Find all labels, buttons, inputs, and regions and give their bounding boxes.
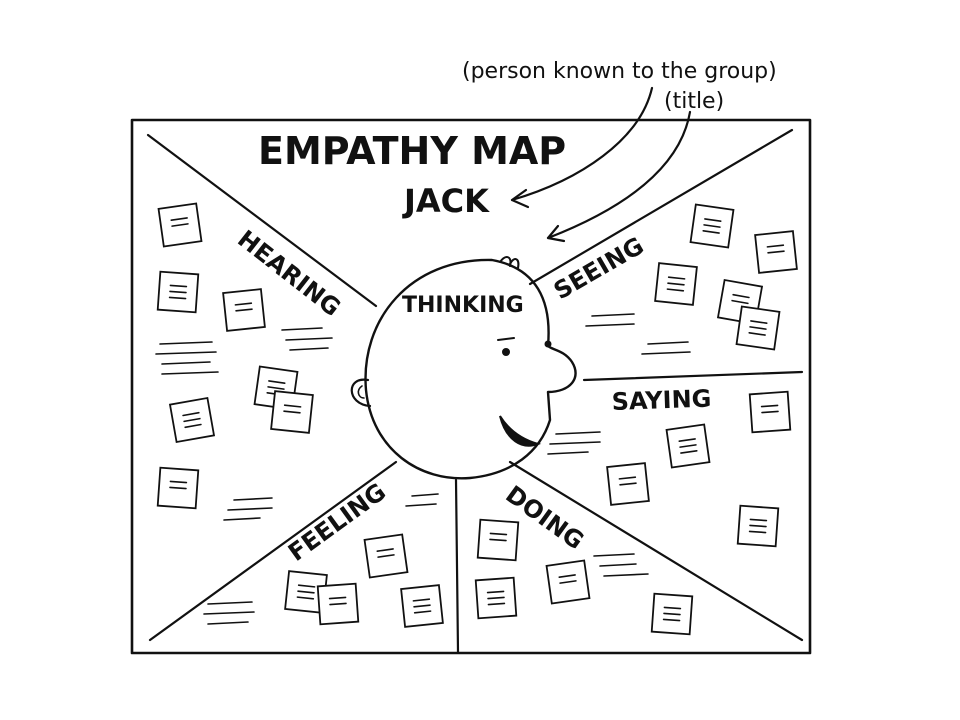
scribble-line (549, 441, 601, 445)
sticky-note (474, 576, 518, 620)
sticky-note (650, 592, 694, 636)
scribble-line (289, 347, 329, 351)
sticky-note (606, 462, 650, 506)
scribble-line (281, 327, 323, 331)
sticky-note (754, 230, 798, 274)
scribble-line (161, 371, 219, 375)
sticky-note (654, 262, 698, 306)
sticky-note (689, 203, 735, 249)
sticky-note (400, 584, 444, 628)
scribble-line (223, 517, 261, 521)
sticky-note (316, 582, 360, 626)
sticky-note (665, 423, 711, 469)
sticky-note (736, 504, 780, 548)
sticky-note (735, 305, 781, 351)
scribble-line (207, 601, 253, 605)
scribble-line (227, 507, 273, 511)
sticky-note (222, 288, 266, 332)
scribble-line (547, 451, 589, 455)
map-frame (130, 118, 812, 655)
scribble-line (555, 431, 601, 435)
sticky-note (748, 390, 792, 434)
scribble-line (155, 351, 217, 355)
sticky-note (270, 390, 314, 434)
sticky-note (545, 559, 591, 605)
scribble-line (591, 313, 635, 317)
scribble-line (585, 323, 635, 327)
sticky-note (156, 466, 200, 510)
head-illustration (350, 256, 577, 480)
scribble-line (207, 621, 249, 625)
sticky-note (156, 270, 200, 314)
scribble-line (203, 611, 255, 615)
scribble-lines (155, 313, 691, 625)
section-saying-label: SAYING (611, 385, 712, 416)
sticky-note (476, 518, 520, 562)
scribble-line (641, 351, 691, 355)
scribble-line (593, 553, 635, 557)
scribble-line (159, 341, 213, 345)
section-thinking-label: THINKING (402, 293, 524, 318)
scribble-line (161, 361, 211, 365)
sticky-note (363, 533, 409, 579)
scribble-line (285, 337, 333, 341)
sticky-note (157, 202, 203, 248)
scribble-line (599, 563, 637, 567)
scribble-line (603, 573, 649, 577)
annotation-arrows (510, 86, 692, 243)
scribble-line (233, 497, 273, 501)
scribble-line (647, 341, 689, 345)
map-title: EMPATHY MAP (258, 129, 566, 173)
person-name: JACK (402, 182, 490, 220)
sticky-notes (156, 202, 798, 636)
scribble-line (411, 493, 439, 497)
title-annotation: (title) (664, 89, 724, 114)
person-annotation: (person known to the group) (462, 59, 777, 84)
scribble-line (405, 503, 437, 507)
sticky-note (168, 396, 216, 444)
section-dividers (146, 128, 804, 654)
